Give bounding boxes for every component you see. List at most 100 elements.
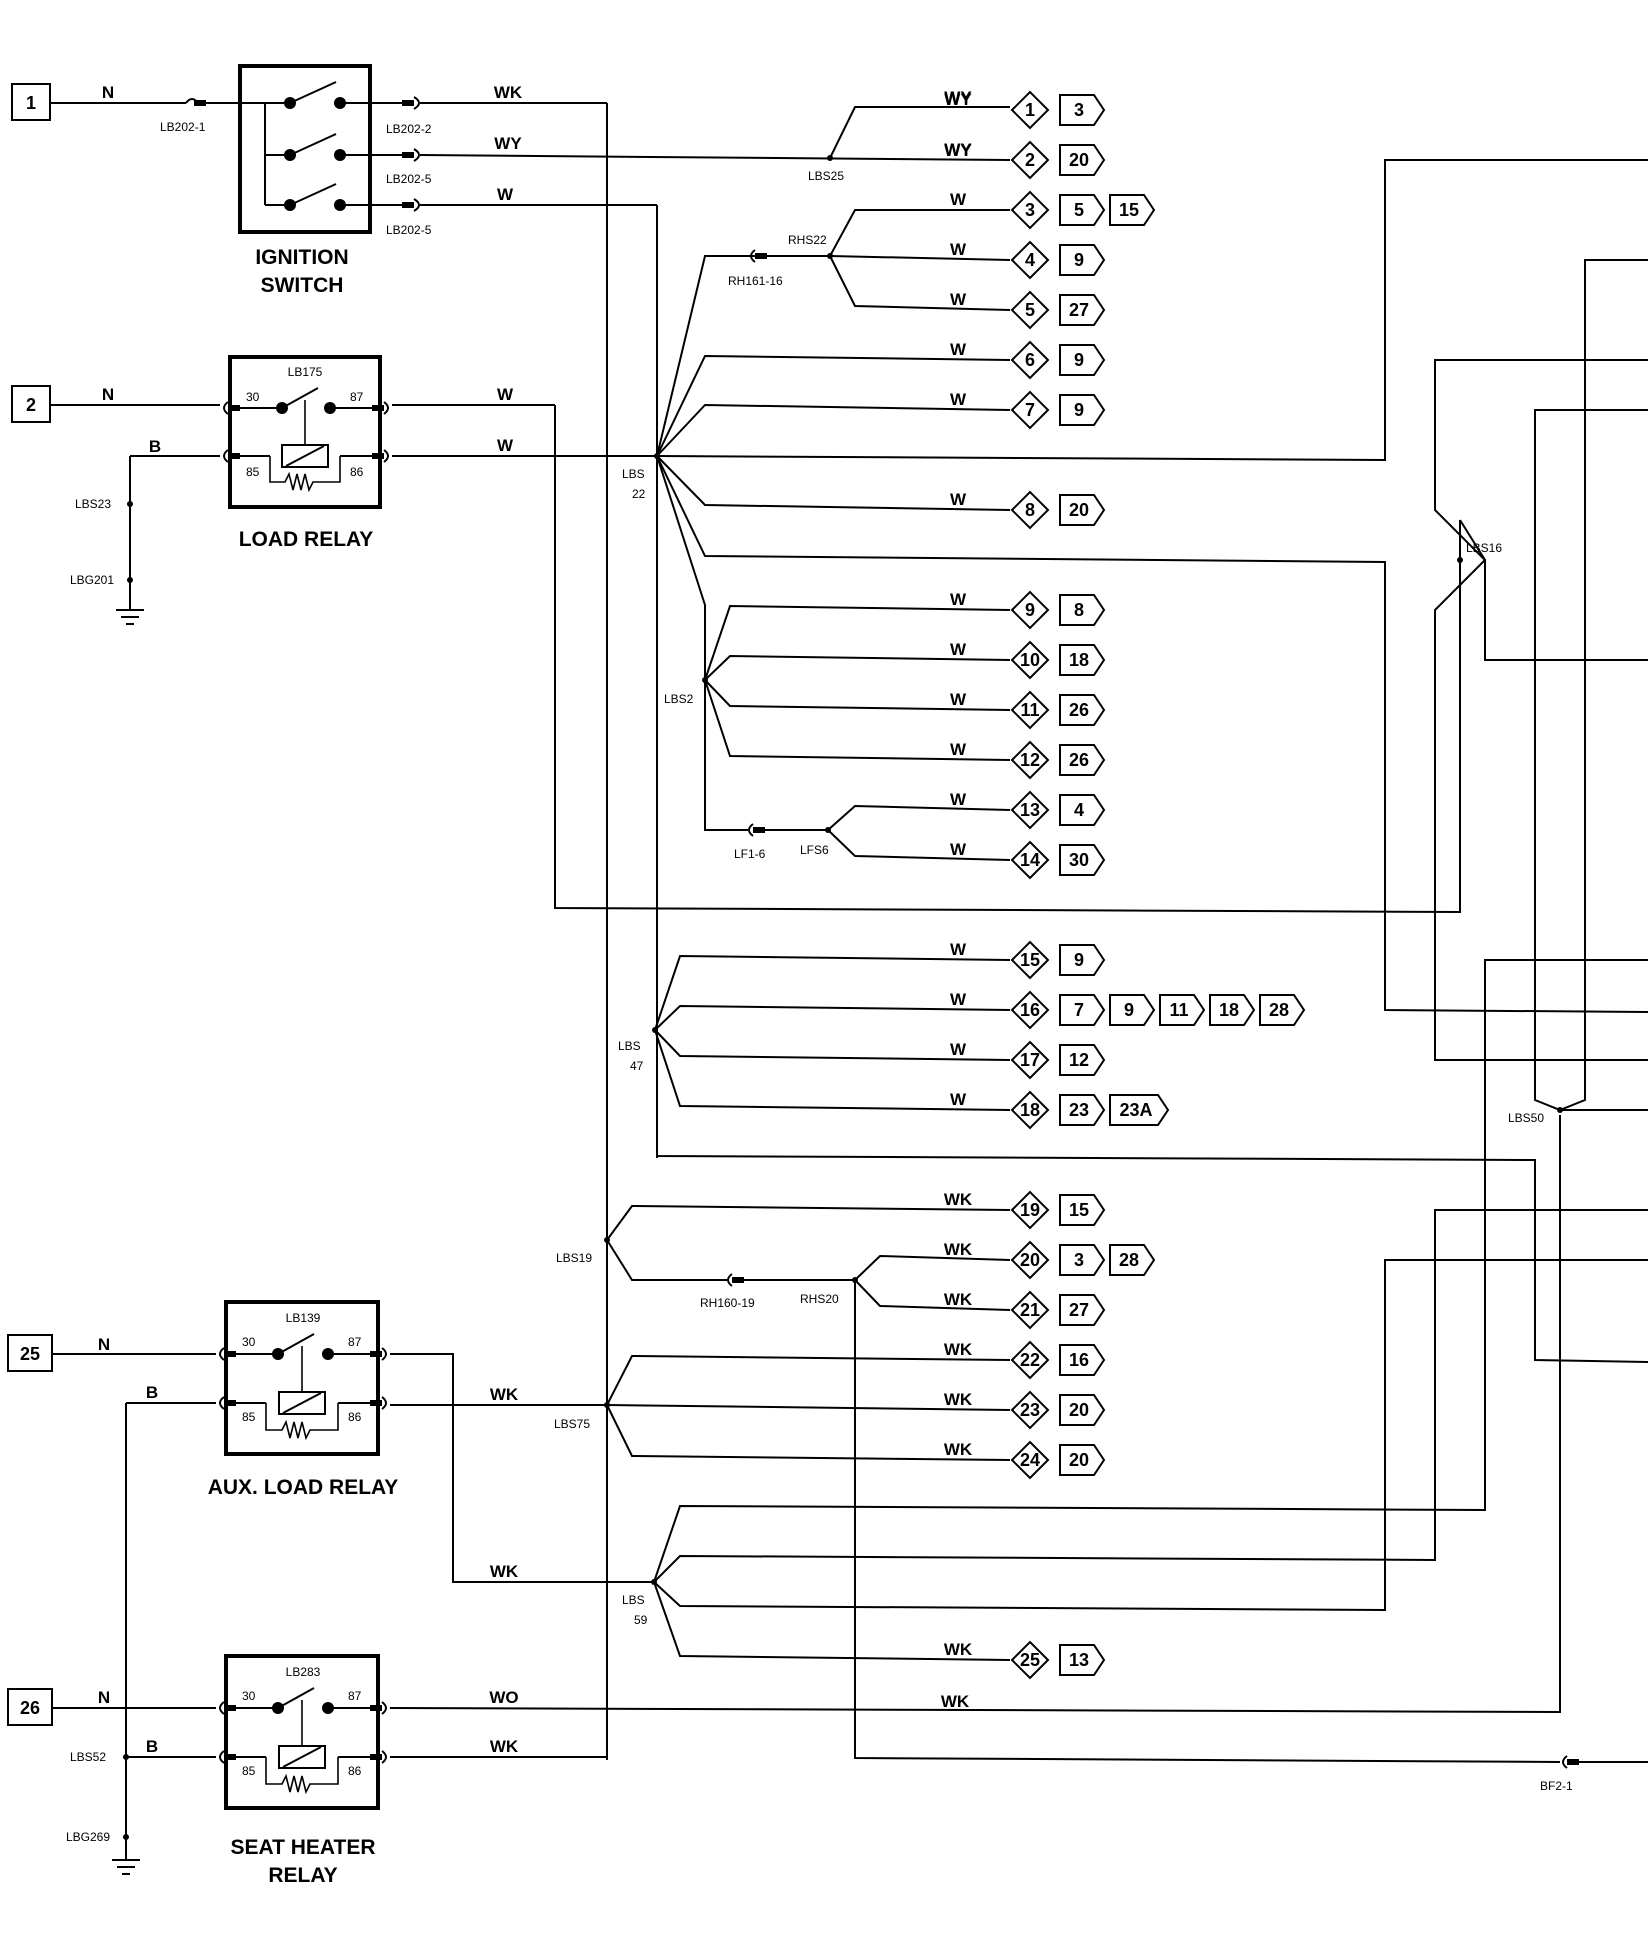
wire-color-wy-2: WY: [944, 88, 972, 107]
input-label-1: 1: [26, 93, 36, 113]
page-reference-arrow: [1059, 294, 1106, 326]
output-number: 23: [1020, 1400, 1040, 1420]
output-number: 1: [1025, 100, 1035, 120]
page-reference-label: 9: [1074, 950, 1084, 970]
wire-color-wk-wo: WK: [941, 1692, 970, 1711]
ignition-wires: WK WY LBS25 WY WY W: [419, 83, 1011, 1760]
output-diamond: [1010, 1440, 1050, 1480]
seat-relay-ref: LB283: [286, 1665, 321, 1679]
input-label-26: 26: [20, 1698, 40, 1718]
page-reference-arrow: [1209, 994, 1256, 1026]
output-diamond: [1010, 1290, 1050, 1330]
wire-color-w-87: W: [497, 385, 514, 404]
page-reference-label: 13: [1069, 1650, 1089, 1670]
page-reference-label: 9: [1074, 250, 1084, 270]
page-reference-arrow: [1059, 194, 1106, 226]
page-reference-label: 20: [1069, 1450, 1089, 1470]
wire-color-w-86: W: [497, 436, 514, 455]
page-reference-label: 20: [1069, 1400, 1089, 1420]
seat-relay-pin30: 30: [242, 1689, 256, 1703]
page-reference-label: 4: [1074, 800, 1084, 820]
connector-lb202-5a: LB202-5: [386, 172, 432, 186]
wire-color-wy-3: WY: [944, 141, 972, 160]
load-relay-wires: N B LBS23 LBG201 W W: [50, 385, 1461, 914]
output-number: 14: [1020, 850, 1040, 870]
load-relay-pin87: 87: [350, 390, 364, 404]
output-number: 15: [1020, 950, 1040, 970]
seat-relay-pin86: 86: [348, 1764, 362, 1778]
wire-color-wo: WO: [489, 1688, 518, 1707]
page-reference-arrow: [1259, 994, 1306, 1026]
splice-lbs52: LBS52: [70, 1750, 106, 1764]
load-relay-pin86: 86: [350, 465, 364, 479]
wire-color-label: W: [950, 490, 967, 509]
page-reference-arrow: [1059, 344, 1106, 376]
seat-relay-wires: N B LBS52 LBG269 WO WK WK: [52, 1115, 1561, 1875]
ground-lbg201: LBG201: [70, 573, 114, 587]
output-diamond: [1010, 1390, 1050, 1430]
output-number: 4: [1025, 250, 1035, 270]
page-reference-label: 18: [1069, 650, 1089, 670]
output-diamond: [1010, 1640, 1050, 1680]
ignition-switch-label-2: SWITCH: [261, 274, 344, 297]
ignition-switch-label-1: IGNITION: [255, 246, 348, 269]
output-diamond: [1010, 1040, 1050, 1080]
output-diamond: [1010, 340, 1050, 380]
ignition-switch: N LB202-1 LB202-2 LB202-5 LB202-5 IGNITI…: [50, 64, 432, 297]
seat-relay-pin85: 85: [242, 1764, 256, 1778]
output-number: 13: [1020, 800, 1040, 820]
output-diamond: [1010, 740, 1050, 780]
output-diamond: [1010, 140, 1050, 180]
wire-color-label: WK: [944, 1190, 973, 1209]
output-diamond: [1010, 390, 1050, 430]
load-relay: LB175 30 87 85 86 LOAD RELAY: [223, 355, 389, 551]
splice-lbs59-a: LBS: [622, 1593, 645, 1607]
output-number: 11: [1020, 700, 1039, 720]
right-side-wiring: LBS16 LBS50: [1434, 259, 1648, 1125]
output-number: 8: [1025, 500, 1035, 520]
wire-color-wk-87aux: WK: [490, 1562, 519, 1581]
output-diamond: [1010, 190, 1050, 230]
page-reference-arrow: [1159, 994, 1206, 1026]
aux-load-relay: LB139 30 87 85 86 AUX. LOAD RELAY: [208, 1300, 398, 1499]
page-reference-arrow: [1059, 144, 1106, 176]
seat-relay-pin87: 87: [348, 1689, 362, 1703]
page-reference-label: 28: [1269, 1000, 1289, 1020]
splice-lbs59-b: 59: [634, 1613, 648, 1627]
wire-color-w-sw: W: [497, 185, 514, 204]
output-diamond: [1010, 690, 1050, 730]
splice-lbs23: LBS23: [75, 497, 111, 511]
page-reference-arrow: [1059, 1444, 1106, 1476]
page-reference-label: 7: [1074, 1000, 1084, 1020]
aux-relay-pin86: 86: [348, 1410, 362, 1424]
output-diamond: [1010, 1240, 1050, 1280]
output-number: 19: [1020, 1200, 1040, 1220]
connector-rh161: RH161-16: [728, 274, 783, 288]
input-label-2: 2: [26, 395, 36, 415]
splice-lbs22-a: LBS: [622, 467, 645, 481]
output-diamond: [1010, 490, 1050, 530]
output-number: 20: [1020, 1250, 1040, 1270]
output-diamond: [1010, 940, 1050, 980]
wire-color-label: WK: [944, 1340, 973, 1359]
page-reference-arrow: [1059, 1344, 1106, 1376]
connector-lf1: LF1-6: [734, 847, 766, 861]
page-reference-arrow: [1059, 944, 1106, 976]
page-reference-label: 26: [1069, 750, 1089, 770]
connector-lb202-2: LB202-2: [386, 122, 432, 136]
connector-lb202-5b: LB202-5: [386, 223, 432, 237]
wire-color-wk-86aux: WK: [490, 1385, 519, 1404]
